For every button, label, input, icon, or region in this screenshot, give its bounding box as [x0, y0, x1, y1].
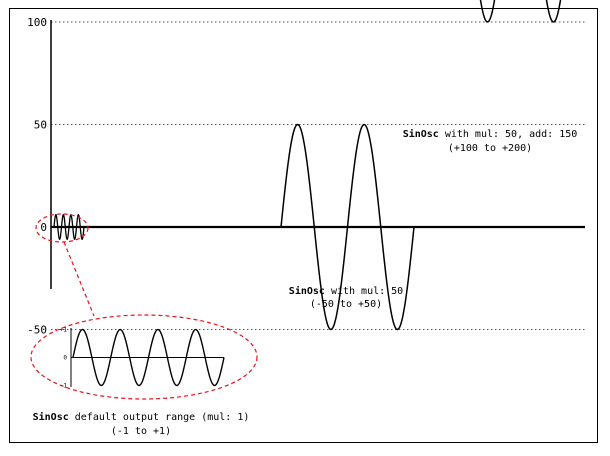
inset-tick-label: 0: [63, 355, 67, 362]
diagram-border: [9, 8, 598, 443]
sine-wave-mul-50-add-150: [479, 0, 562, 23]
inset-tick-label: -1: [60, 383, 68, 390]
y-tick-label: 50: [34, 119, 47, 132]
caption-mid-bold: SinOsc: [289, 285, 325, 297]
caption-bottom-bold: SinOsc: [33, 411, 69, 423]
callout-large-ellipse: [30, 314, 258, 400]
caption-top-rest: with mul: 50, add: 150: [439, 129, 577, 140]
sine-wave-mul-50: [280, 123, 415, 331]
caption-bottom-range: (-1 to +1): [111, 426, 171, 437]
caption-mid-range: (-50 to +50): [310, 299, 382, 310]
sine-wave-mul-1: [53, 213, 85, 241]
y-tick-label: 0: [40, 221, 47, 234]
callout-small-ellipse: [35, 213, 89, 243]
inset-tick-label: +1: [60, 327, 68, 334]
y-tick-label: 100: [27, 16, 47, 29]
caption-top-line1: SinOsc with mul: 50, add: 150: [403, 128, 578, 140]
caption-bottom-rest: default output range (mul: 1): [69, 412, 250, 423]
inset-y-ticks: +1 0 -1: [60, 327, 68, 390]
caption-top-bold: SinOsc: [403, 128, 439, 140]
y-tick-label: -50: [27, 324, 47, 337]
callout-connector: [63, 241, 95, 317]
caption-bottom-line1: SinOsc default output range (mul: 1): [33, 411, 250, 423]
caption-mid-line1: SinOsc with mul: 50: [289, 285, 403, 297]
caption-mid-rest: with mul: 50: [325, 286, 403, 297]
caption-top-range: (+100 to +200): [448, 143, 532, 154]
y-axis-ticks: 200150100500-50: [27, 16, 47, 337]
grid-lines: [51, 21, 585, 330]
